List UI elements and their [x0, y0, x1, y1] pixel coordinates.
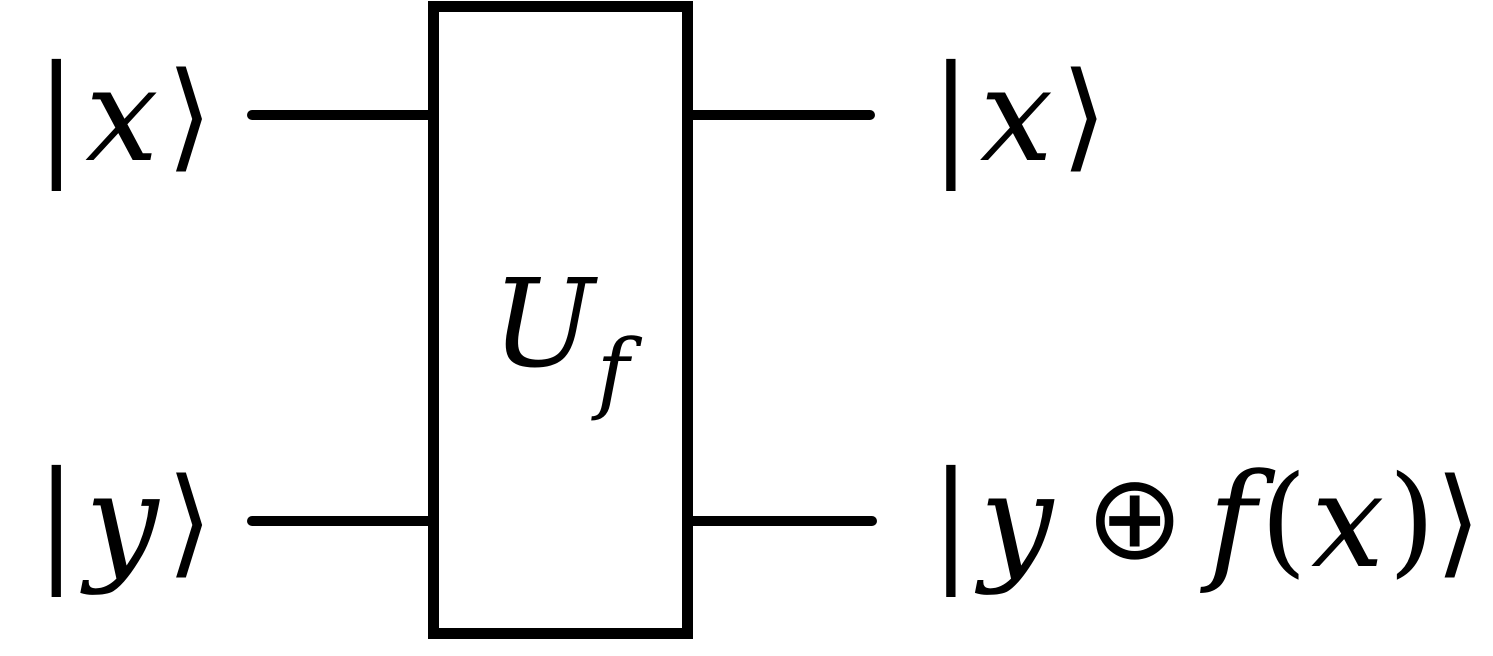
- paren-open: (: [1260, 451, 1308, 590]
- ket-symbol: x: [85, 39, 159, 191]
- output-ket-y-xor-fx: | y ⊕ f ( x ) ⟩: [932, 451, 1481, 591]
- wire-input-bottom: [247, 516, 432, 526]
- ket-symbol: y: [85, 445, 159, 597]
- ket-angle: ⟩: [1435, 452, 1482, 590]
- ket-bar: |: [932, 444, 970, 598]
- gate-subscript: f: [596, 320, 630, 423]
- input-ket-x: | x ⟩: [37, 38, 213, 192]
- ket-symbol: x: [979, 39, 1054, 191]
- ket-angle: ⟩: [166, 46, 213, 184]
- oracle-gate-box: Uf: [428, 1, 693, 639]
- gate-name: U: [491, 253, 595, 395]
- gate-label: Uf: [492, 263, 629, 416]
- ket-bar: |: [932, 38, 970, 192]
- wire-output-top: [688, 110, 875, 120]
- ket-symbol: y: [979, 445, 1054, 597]
- paren-close: ): [1388, 451, 1436, 590]
- ket-bar: |: [37, 444, 76, 598]
- wire-output-bottom: [688, 516, 877, 526]
- ket-angle: ⟩: [1061, 46, 1108, 184]
- function-arg: x: [1311, 445, 1385, 597]
- xor-oplus-icon: ⊕: [1085, 448, 1185, 586]
- output-ket-x: | x ⟩: [932, 45, 1107, 185]
- wire-input-top: [247, 110, 432, 120]
- ket-bar: |: [37, 38, 76, 192]
- ket-angle: ⟩: [166, 452, 213, 590]
- function-name: f: [1208, 445, 1257, 597]
- input-ket-y: | y ⟩: [37, 444, 213, 598]
